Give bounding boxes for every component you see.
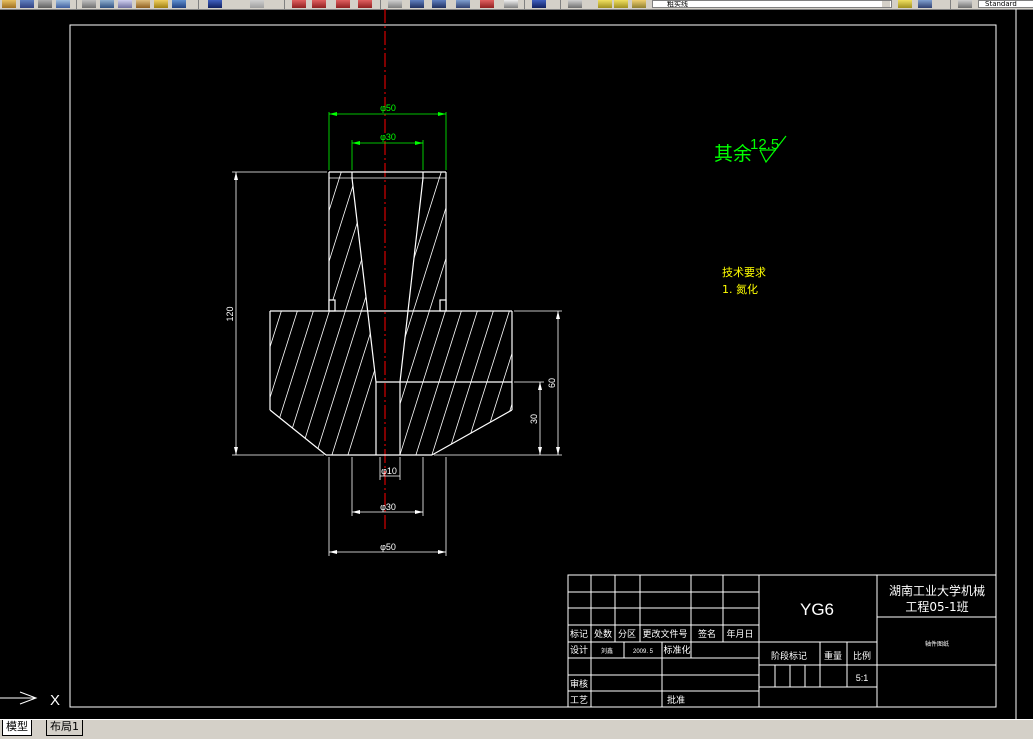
tab-layout1-label: 布局1	[50, 720, 79, 733]
approve-label: 批准	[667, 694, 685, 706]
scale-value: 5:1	[856, 673, 869, 683]
paste-icon[interactable]	[136, 0, 150, 8]
make-object-layer-current-icon[interactable]	[898, 0, 912, 8]
roughness-prefix: 其余	[714, 143, 752, 165]
text-style-icon[interactable]	[958, 0, 972, 8]
check-label: 审核	[570, 678, 588, 690]
dim-bottom-inner-dia: φ30	[380, 502, 396, 512]
part-name: YG6	[800, 600, 834, 619]
header-change-doc: 更改文件号	[642, 628, 687, 640]
process-label: 工艺	[570, 695, 588, 706]
redo-icon[interactable]	[208, 0, 222, 8]
zoom-window-icon[interactable]	[312, 0, 326, 8]
design-label: 设计	[570, 644, 588, 656]
dimension-lines	[328, 112, 447, 170]
zoom-realtime-icon[interactable]	[292, 0, 306, 8]
dim-total-height: 120	[225, 306, 235, 321]
header-date: 年月日	[726, 628, 753, 640]
text-style-combo[interactable]: Standard	[978, 0, 1033, 8]
school-line-1: 湖南工业大学机械	[889, 583, 985, 598]
tab-layout1[interactable]: 布局1	[46, 720, 83, 736]
help-icon[interactable]	[532, 0, 546, 8]
layer-sun-icon[interactable]	[614, 0, 628, 8]
drawing-canvas[interactable]: φ50 φ30 120 60 30 φ10 φ30 φ50 其余 12.5 技术…	[0, 9, 1033, 719]
header-zone: 分区	[618, 629, 636, 640]
drawing-frame	[69, 24, 997, 708]
weight-label: 重量	[824, 650, 842, 662]
cut-icon[interactable]	[100, 0, 114, 8]
header-count: 处数	[594, 628, 612, 640]
tech-req-title: 技术要求	[722, 266, 766, 279]
layer-lock-icon[interactable]	[632, 0, 646, 8]
designer-name: 刘鑫	[601, 647, 613, 655]
calculator-icon[interactable]	[504, 0, 518, 8]
dimension-arrows-green	[329, 112, 446, 145]
sheet-set-icon[interactable]	[456, 0, 470, 8]
markup-icon[interactable]	[480, 0, 494, 8]
tab-model[interactable]: 模型	[2, 720, 32, 736]
preview-icon[interactable]	[56, 0, 70, 8]
header-sign: 签名	[698, 628, 716, 640]
save-icon[interactable]	[20, 0, 34, 8]
pan-icon[interactable]	[250, 0, 264, 8]
undo-icon[interactable]	[172, 0, 186, 8]
layer-combo-value: 粗实线	[667, 0, 688, 8]
dimension-lines-white	[232, 171, 562, 556]
properties-icon[interactable]	[388, 0, 402, 8]
layer-state-icon[interactable]	[598, 0, 612, 8]
dim-top-inner-dia: φ30	[380, 132, 396, 142]
zoom-previous-icon[interactable]	[336, 0, 350, 8]
dim-bottom-outer-dia: φ50	[380, 542, 396, 552]
zoom-extents-icon[interactable]	[358, 0, 372, 8]
tech-req-item-1: 1. 氮化	[722, 282, 758, 296]
dim-top-outer-dia: φ50	[380, 103, 396, 113]
title-block-grid	[567, 574, 997, 708]
dim-bore-dia: φ10	[381, 466, 397, 476]
dimension-arrows	[234, 172, 560, 554]
text-style-combo-value: Standard	[985, 0, 1017, 8]
roughness-symbol-icon	[759, 135, 787, 164]
part-section-outline	[269, 171, 513, 456]
drawing-title: 轴件图纸	[925, 640, 949, 648]
ucs-x-label: X	[50, 692, 60, 709]
ucs-icon	[0, 691, 38, 705]
layer-manager-icon[interactable]	[568, 0, 582, 8]
stage-mark-label: 阶段标记	[771, 650, 807, 662]
chevron-down-icon[interactable]	[882, 1, 890, 7]
school-line-2: 工程05-1班	[905, 599, 968, 614]
header-mark: 标记	[570, 628, 588, 640]
find-icon[interactable]	[82, 0, 96, 8]
toolbar: 粗实线 Standard	[0, 0, 1033, 10]
tool-palettes-icon[interactable]	[432, 0, 446, 8]
dim-bottom-height: 30	[529, 414, 539, 424]
roughness-value: 12.5	[750, 136, 779, 153]
copy-icon[interactable]	[118, 0, 132, 8]
tab-model-label: 模型	[6, 720, 28, 733]
design-date: 2009. 5	[633, 649, 654, 655]
section-hatch-right	[400, 172, 512, 455]
standardize-label: 标准化	[663, 644, 690, 656]
design-center-icon[interactable]	[410, 0, 424, 8]
layer-previous-icon[interactable]	[918, 0, 932, 8]
scale-label: 比例	[853, 650, 871, 662]
open-icon[interactable]	[2, 0, 16, 8]
dim-flange-height: 60	[547, 378, 557, 388]
match-properties-icon[interactable]	[154, 0, 168, 8]
print-icon[interactable]	[38, 0, 52, 8]
layer-combo[interactable]: 粗实线	[652, 0, 892, 8]
layout-tab-bar: 模型 布局1	[0, 719, 1033, 739]
